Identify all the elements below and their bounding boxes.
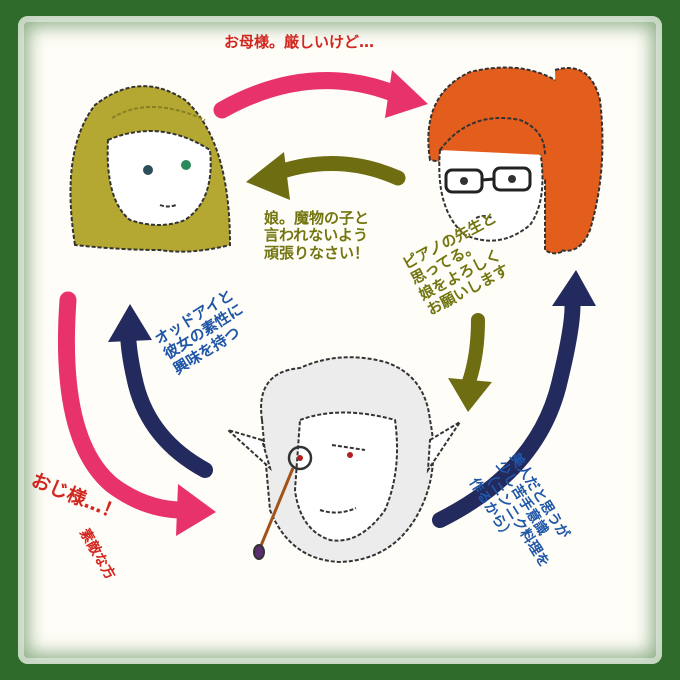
- arrow-olive-down: [459, 313, 485, 397]
- caption-mother-top: お母様。厳しいけど…: [224, 33, 375, 51]
- white-haired-elf-man: [227, 356, 461, 564]
- arrow-navy-right: [432, 290, 581, 528]
- blonde-girl: [69, 85, 232, 253]
- arrow-red-top-head: [385, 70, 428, 118]
- red-haired-mother: [427, 66, 604, 255]
- arrow-red-left: [57, 291, 199, 519]
- arrow-red-left-head: [176, 484, 216, 536]
- arrow-olive: [260, 156, 406, 186]
- arrow-navy-right-head: [552, 270, 596, 306]
- caption-line: 娘。魔物の子と: [264, 209, 370, 227]
- caption-line: 言われないよう: [264, 226, 368, 245]
- arrow-navy-left-head: [108, 304, 152, 342]
- arrow-navy-left: [120, 322, 213, 478]
- caption-mother-to-daughter: 娘。魔物の子と 言われないよう 頑張りなさい！: [264, 209, 370, 262]
- arrow-olive-down-head: [448, 378, 492, 412]
- arrow-red-top: [213, 72, 414, 119]
- arrow-olive-head: [246, 152, 290, 200]
- caption-line: 頑張りなさい！: [264, 243, 370, 262]
